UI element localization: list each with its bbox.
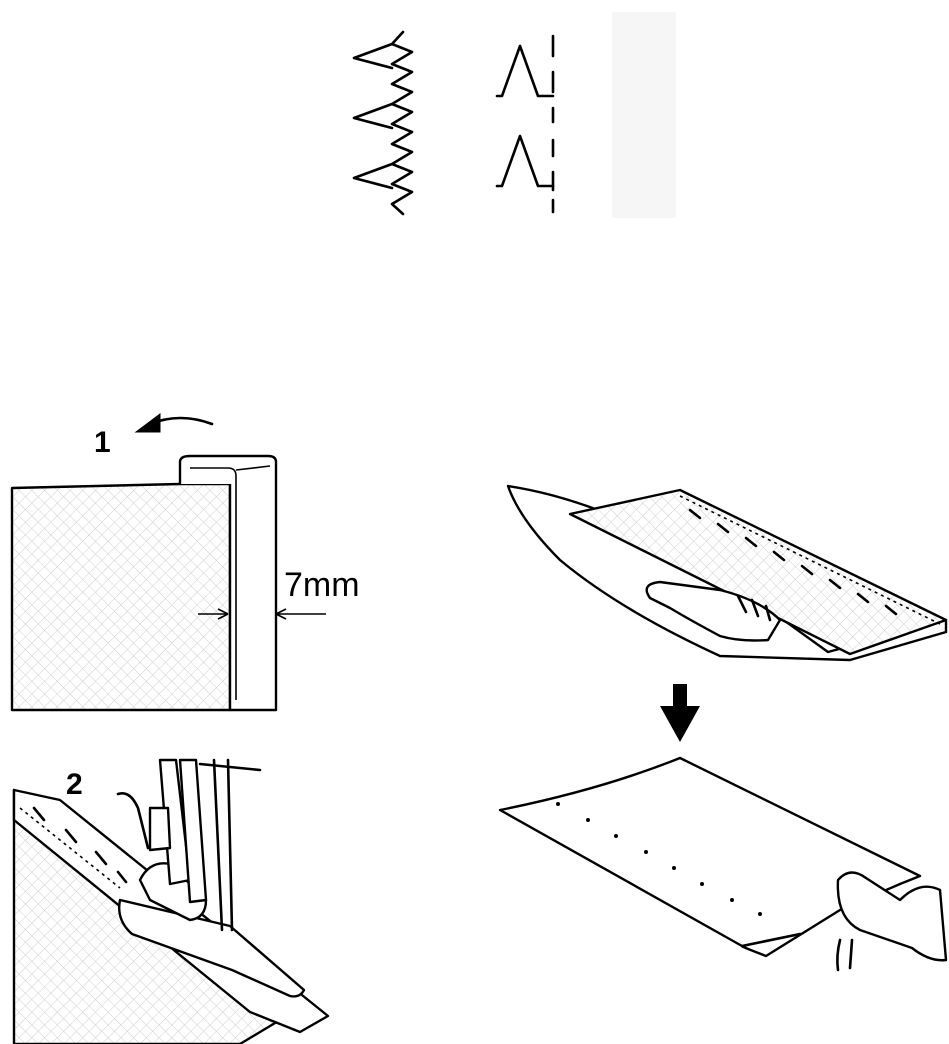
stitch-patterns [352,12,676,218]
hand [645,580,782,642]
down-arrow-icon [660,684,700,742]
dimension-indicator: 7mm [198,566,360,620]
finished-fabric [498,756,922,958]
presser-foot [116,758,306,998]
step-1-label: 1 [94,426,111,459]
pattern-highlight [612,12,676,218]
hem-with-hand [506,484,948,662]
step-2-label: 2 [66,768,83,801]
zigzag-stitch-icon [352,30,414,216]
step-1-fold: 1 7mm [10,413,360,712]
finished-hem [498,756,948,972]
fold-flap [178,454,278,712]
hand-2 [836,871,948,962]
stitch-dots [556,802,762,916]
step-2-sew: 2 [12,758,330,1044]
fold-width-label: 7mm [284,566,360,604]
fabric-panel [10,482,232,712]
blind-hem-stitch-icon [495,34,555,214]
